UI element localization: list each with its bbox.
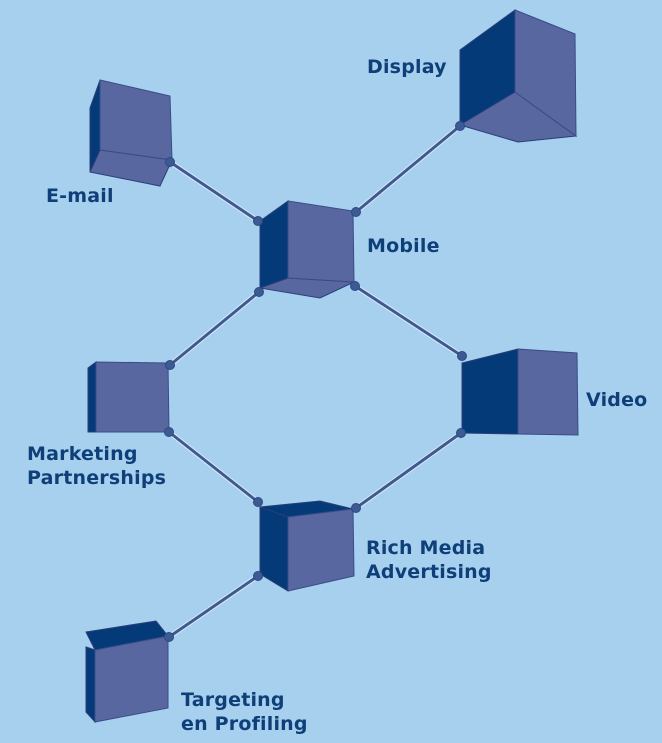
connector-endpoint-display-mobile-start <box>455 121 465 131</box>
cube-front-face-targeting <box>94 635 169 723</box>
label-marketing-partnerships: Marketing Partnerships <box>27 442 166 490</box>
cube-icon-email <box>89 79 173 187</box>
label-video-line-1: Video <box>586 389 648 411</box>
label-mobile: Mobile <box>367 234 440 258</box>
cube-side-face-marketing <box>87 361 97 433</box>
connector-endpoint-display-mobile-end <box>351 207 361 217</box>
connector-endpoint-mobile-marketing-end <box>165 360 175 370</box>
cube-front-face-display <box>514 9 577 137</box>
connector-endpoint-marketing-richmedia-start <box>164 427 174 437</box>
cubes <box>85 9 579 724</box>
cube-side-face-video <box>461 348 519 435</box>
connector-endpoint-mobile-video-start <box>350 281 360 291</box>
label-marketing-line-2: Partnerships <box>27 467 167 489</box>
cube-icon-richmedia <box>259 500 355 592</box>
connector-endpoint-video-richmedia-start <box>456 428 466 438</box>
label-display: Display <box>367 55 447 79</box>
cube-front-face-email <box>99 79 173 161</box>
cube-front-face-mobile <box>287 200 355 283</box>
cube-icon-display <box>458 9 578 143</box>
label-targeting-en-profiling: Targeting en Profiling <box>181 688 308 736</box>
cube-icon-mobile <box>258 200 355 299</box>
label-richmedia-line-1: Rich Media <box>366 537 486 559</box>
label-richmedia-line-2: Advertising <box>366 561 492 583</box>
label-targeting-line-2: en Profiling <box>181 713 308 735</box>
label-marketing-line-1: Marketing <box>27 443 138 465</box>
connector-endpoint-video-richmedia-end <box>351 503 361 513</box>
connector-endpoint-mobile-video-end <box>457 351 467 361</box>
cube-side-face-targeting <box>85 646 96 724</box>
cube-icon-video <box>461 348 579 436</box>
connector-endpoint-richmedia-targeting-start <box>253 571 263 581</box>
connector-endpoint-email-mobile-end <box>253 216 263 226</box>
connector-endpoint-mobile-marketing-start <box>254 287 264 297</box>
label-rich-media-advertising: Rich Media Advertising <box>366 536 492 584</box>
label-targeting-line-1: Targeting <box>181 689 285 711</box>
label-video: Video <box>586 388 647 412</box>
label-mobile-line-1: Mobile <box>367 235 440 257</box>
cube-icon-marketing <box>87 361 170 433</box>
label-display-line-1: Display <box>367 56 447 78</box>
connector-endpoint-richmedia-targeting-end <box>164 632 174 642</box>
connector-endpoint-email-mobile-start <box>165 157 175 167</box>
cube-icon-targeting <box>85 620 169 724</box>
cube-front-face-richmedia <box>287 508 355 592</box>
connector-email-mobile <box>168 160 260 223</box>
connector-mobile-marketing <box>168 290 261 367</box>
connector-marketing-richmedia <box>167 430 260 504</box>
connector-endpoint-marketing-richmedia-end <box>253 497 263 507</box>
cube-side-face-richmedia <box>259 506 289 592</box>
connector-mobile-video <box>353 284 464 358</box>
connectors <box>166 123 465 640</box>
cube-front-face-marketing <box>95 361 170 433</box>
cube-side-face-mobile <box>259 200 289 289</box>
connector-endpoints <box>164 121 467 642</box>
label-email: E-mail <box>46 184 114 208</box>
connector-display-mobile <box>354 124 462 214</box>
label-email-line-1: E-mail <box>46 185 114 207</box>
connector-richmedia-targeting <box>167 574 260 639</box>
connector-video-richmedia <box>354 431 463 510</box>
cube-front-face-video <box>517 348 579 436</box>
